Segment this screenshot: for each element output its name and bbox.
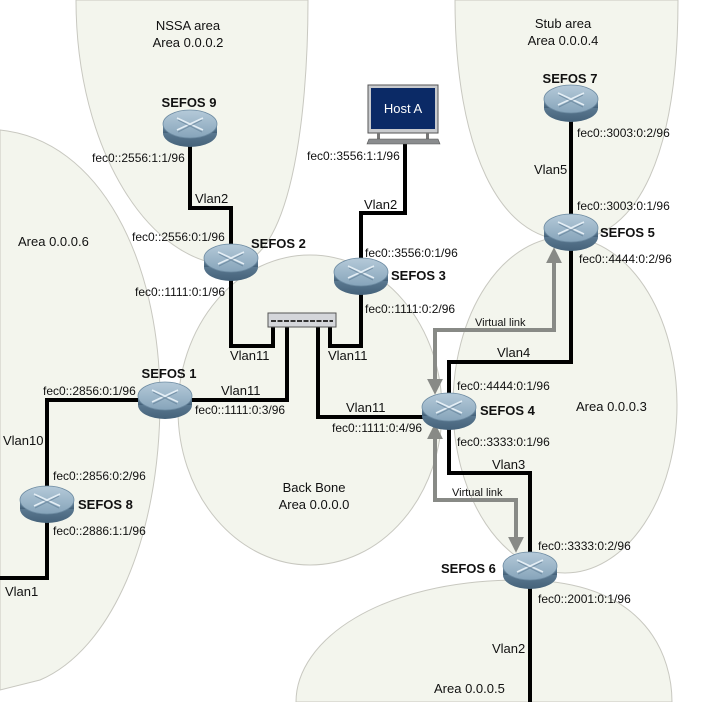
area-stub-id: Area 0.0.0.4	[528, 33, 599, 48]
area-regions	[0, 0, 679, 702]
area-nssa-title: NSSA area	[156, 18, 221, 33]
vlan-label-s4-s6: Vlan3	[492, 457, 525, 472]
router-sefos3[interactable]	[333, 257, 389, 296]
host-a[interactable]: Host A	[366, 84, 441, 145]
sefos8-name: SEFOS 8	[78, 497, 133, 512]
vlan-label-s8-out: Vlan1	[5, 584, 38, 599]
router-sefos9[interactable]	[162, 109, 218, 148]
router-sefos5[interactable]	[543, 213, 599, 252]
virtual-link-label-s4-s5: Virtual link	[475, 317, 526, 329]
addr-sefos1-vlan10: fec0::2856:0:1/96	[43, 384, 136, 398]
addr-sefos4-vlan3: fec0::3333:0:1/96	[457, 435, 550, 449]
vlan-label-host: Vlan2	[364, 197, 397, 212]
virtual-links	[427, 247, 562, 553]
switch	[267, 312, 337, 328]
router-sefos4[interactable]	[421, 392, 477, 431]
addr-sefos2-vlan11: fec0::1111:0:1/96	[135, 285, 225, 299]
sefos5-name: SEFOS 5	[600, 225, 655, 240]
area-nssa-id: Area 0.0.0.2	[153, 35, 224, 50]
addr-sefos4-vlan4: fec0::4444:0:1/96	[457, 379, 550, 393]
link-hosta-sefos3	[359, 142, 407, 266]
vlan-label-stub: Vlan5	[534, 162, 567, 177]
vlan-label-s1-switch: Vlan11	[221, 383, 261, 398]
link-sefos1-switch	[190, 326, 289, 402]
virtual-link-sefos4-sefos6	[427, 423, 524, 553]
vlan-label-s6-out: Vlan2	[492, 641, 525, 656]
area-backbone-id: Area 0.0.0.0	[279, 497, 350, 512]
sefos2-name: SEFOS 2	[251, 236, 306, 251]
area-stub-title: Stub area	[535, 16, 592, 31]
addr-sefos3-vlan11: fec0::1111:0:2/96	[365, 302, 455, 316]
addr-sefos5-vlan5: fec0::3003:0:1/96	[577, 199, 670, 213]
router-sefos1[interactable]	[137, 381, 193, 420]
addr-sefos6-vlan2: fec0::2001:0:1/96	[538, 592, 631, 606]
vlan-label-s4-s5: Vlan4	[497, 345, 530, 360]
link-sefos8-vlan1	[0, 518, 49, 580]
router-sefos8[interactable]	[19, 485, 75, 524]
sefos6-name: SEFOS 6	[441, 561, 496, 576]
vlan-label-nssa: Vlan2	[195, 191, 228, 206]
link-sefos9-sefos2	[188, 140, 233, 258]
addr-sefos8-vlan1: fec0::2886:1:1/96	[53, 524, 146, 538]
addr-sefos6-vlan3: fec0::3333:0:2/96	[538, 539, 631, 553]
addr-sefos3-vlan2: fec0::3556:0:1/96	[365, 246, 458, 260]
area-5-id: Area 0.0.0.5	[434, 681, 505, 696]
link-sefos2-switch	[229, 272, 275, 348]
vlan-label-s3-switch: Vlan11	[328, 348, 368, 363]
router-sefos2[interactable]	[203, 243, 259, 282]
sefos7-name: SEFOS 7	[543, 71, 598, 86]
vlan-label-s1-s8: Vlan10	[3, 433, 43, 448]
addr-sefos5-vlan4: fec0::4444:0:2/96	[579, 252, 672, 266]
addr-hosta-vlan2: fec0::3556:1:1/96	[307, 149, 400, 163]
sefos4-name: SEFOS 4	[480, 403, 536, 418]
area-3-id: Area 0.0.0.3	[576, 399, 647, 414]
link-sefos3-switch	[328, 280, 363, 348]
host-a-label: Host A	[384, 101, 423, 116]
vlan-label-s4-switch: Vlan11	[346, 400, 386, 415]
link-sefos1-sefos8	[45, 398, 141, 494]
area-6-region	[0, 129, 161, 691]
vlan-label-s2-switch: Vlan11	[230, 348, 270, 363]
addr-sefos4-vlan11: fec0::1111:0:4/96	[332, 421, 422, 435]
addr-sefos1-vlan11: fec0::1111:0:3/96	[195, 403, 285, 417]
router-sefos6[interactable]	[502, 551, 558, 590]
virtual-link-sefos4-sefos5	[427, 247, 562, 395]
addr-sefos9-vlan2: fec0::2556:1:1/96	[92, 151, 185, 165]
sefos3-name: SEFOS 3	[391, 268, 446, 283]
router-sefos7[interactable]	[543, 84, 599, 123]
area-backbone-title: Back Bone	[283, 480, 346, 495]
area-6-id: Area 0.0.0.6	[18, 234, 89, 249]
addr-sefos7-vlan5: fec0::3003:0:2/96	[577, 126, 670, 140]
addr-sefos2-vlan2: fec0::2556:0:1/96	[132, 230, 225, 244]
virtual-link-label-s4-s6: Virtual link	[452, 487, 503, 499]
sefos9-name: SEFOS 9	[162, 95, 217, 110]
sefos1-name: SEFOS 1	[142, 366, 197, 381]
addr-sefos8-vlan10: fec0::2856:0:2/96	[53, 469, 146, 483]
link-sefos4-switch	[316, 326, 425, 419]
